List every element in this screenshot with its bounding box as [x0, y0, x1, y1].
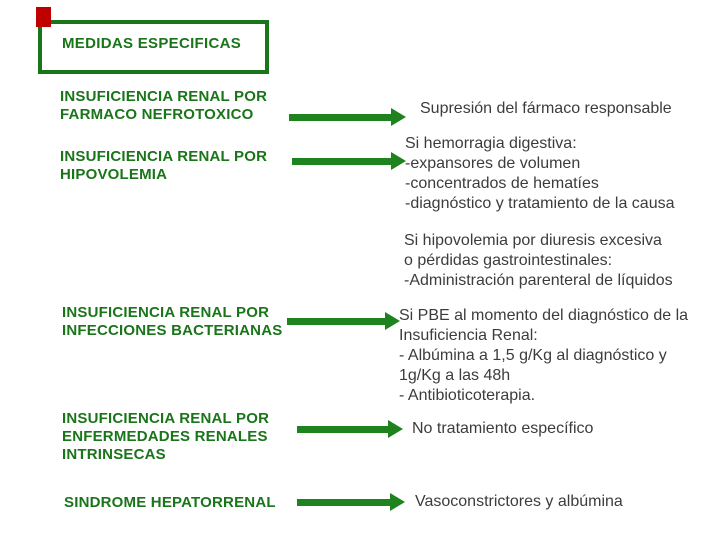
arrow-shaft	[289, 113, 391, 121]
arrow-shaft	[292, 157, 391, 165]
heading-sindrome-hepatorrenal: SINDROME HEPATORRENAL	[64, 494, 276, 511]
slide-title: MEDIDAS ESPECIFICAS	[62, 35, 242, 52]
title-box: MEDIDAS ESPECIFICAS	[38, 20, 269, 74]
treatment-farmaco: Supresión del fármaco responsable	[420, 100, 672, 117]
heading-enfermedades-intrinsecas: INSUFICIENCIA RENAL POR ENFERMEDADES REN…	[62, 410, 270, 463]
arrow-farmaco-icon	[289, 108, 406, 126]
treatment-hipovolemia-diuresis: Si hipovolemia por diuresis excesiva o p…	[404, 232, 673, 289]
treatment-intrinsecas: No tratamiento específico	[412, 420, 594, 437]
heading-hipovolemia: INSUFICIENCIA RENAL POR HIPOVOLEMIA	[60, 148, 268, 183]
arrow-head	[385, 312, 400, 330]
treatment-hepatorrenal: Vasoconstrictores y albúmina	[415, 493, 623, 510]
arrow-head	[388, 420, 403, 438]
treatment-hipovolemia-hemorragia: Si hemorragia digestiva: -expansores de …	[405, 135, 675, 212]
red-square-decoration	[36, 7, 51, 27]
arrow-shaft	[297, 498, 390, 506]
arrow-head	[391, 152, 406, 170]
heading-infecciones-bacterianas: INSUFICIENCIA RENAL POR INFECCIONES BACT…	[62, 304, 283, 339]
arrow-hipovolemia-icon	[292, 152, 406, 170]
arrow-shaft	[287, 317, 385, 325]
arrow-shaft	[297, 425, 388, 433]
arrow-intrinsecas-icon	[297, 420, 403, 438]
arrow-hepatorrenal-icon	[297, 493, 405, 511]
arrow-head	[391, 108, 406, 126]
heading-farmaco-nefrotoxico: INSUFICIENCIA RENAL POR FARMACO NEFROTOX…	[60, 88, 268, 123]
arrow-head	[390, 493, 405, 511]
treatment-infecciones: Si PBE al momento del diagnóstico de la …	[399, 307, 689, 404]
arrow-infecciones-icon	[287, 312, 400, 330]
